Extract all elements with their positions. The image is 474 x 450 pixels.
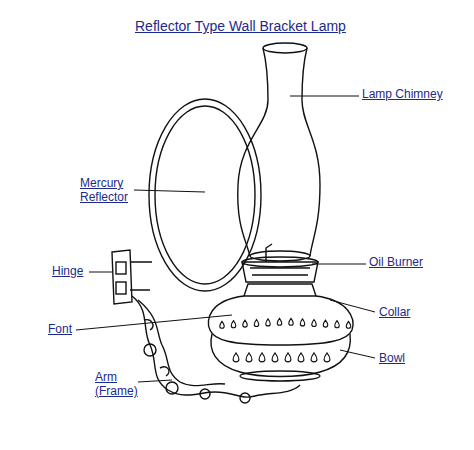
arm-scroll (166, 382, 178, 394)
font (208, 296, 353, 345)
bowl-pattern (220, 318, 351, 362)
part-label: Font (48, 322, 72, 336)
bowl-drop (323, 320, 328, 327)
burner-band (250, 268, 310, 275)
bowl (211, 334, 350, 377)
arm-scroll (200, 389, 210, 399)
part-label: Collar (379, 305, 410, 319)
chimney-rim (263, 43, 307, 53)
bowl-drop (289, 318, 294, 325)
chimney-left (238, 48, 268, 256)
arm-frame (132, 296, 300, 397)
chimney-right (302, 48, 320, 256)
bowl-drop (346, 321, 351, 328)
bowl-drop (272, 353, 278, 362)
arm-scroll (144, 344, 156, 356)
wick-knob (266, 244, 272, 262)
part-label: Lamp Chimney (362, 87, 443, 101)
leader-lines (76, 96, 375, 382)
bowl-drop (298, 353, 304, 362)
arm-curl (144, 320, 169, 376)
burner-gallery (242, 257, 318, 267)
bowl-drop (285, 353, 291, 362)
bowl-drop (335, 321, 340, 328)
arm-frame-inner (138, 300, 225, 386)
arm-scroll (240, 393, 250, 403)
hinge-knuckle (116, 262, 126, 274)
bowl-drop (324, 353, 330, 362)
reflector-mirror (155, 106, 255, 284)
part-label: Arm (Frame) (95, 370, 143, 398)
bowl-drop (233, 353, 239, 362)
collar (244, 284, 316, 296)
bowl-drop (246, 353, 252, 362)
bowl-drop (231, 321, 236, 328)
part-label: Hinge (52, 264, 83, 278)
bowl-drop (312, 320, 317, 327)
hinge-pin (130, 262, 152, 290)
bowl-foot (240, 371, 320, 381)
bowl-drop (300, 319, 305, 326)
bowl-drop (259, 353, 265, 362)
part-label: Oil Burner (369, 255, 423, 269)
chimney-base (250, 251, 310, 261)
diagram-title: Reflector Type Wall Bracket Lamp (135, 18, 346, 34)
bowl-drop (243, 320, 248, 327)
bowl-drop (266, 319, 271, 326)
bowl-drop (254, 320, 259, 327)
hinge-knuckle (116, 282, 126, 294)
hinge-plate (112, 250, 132, 304)
part-label: Bowl (379, 351, 405, 365)
bowl-drop (277, 318, 282, 325)
bowl-drop (220, 321, 225, 328)
bowl-drop (311, 353, 317, 362)
part-label: Mercury Reflector (80, 176, 142, 204)
